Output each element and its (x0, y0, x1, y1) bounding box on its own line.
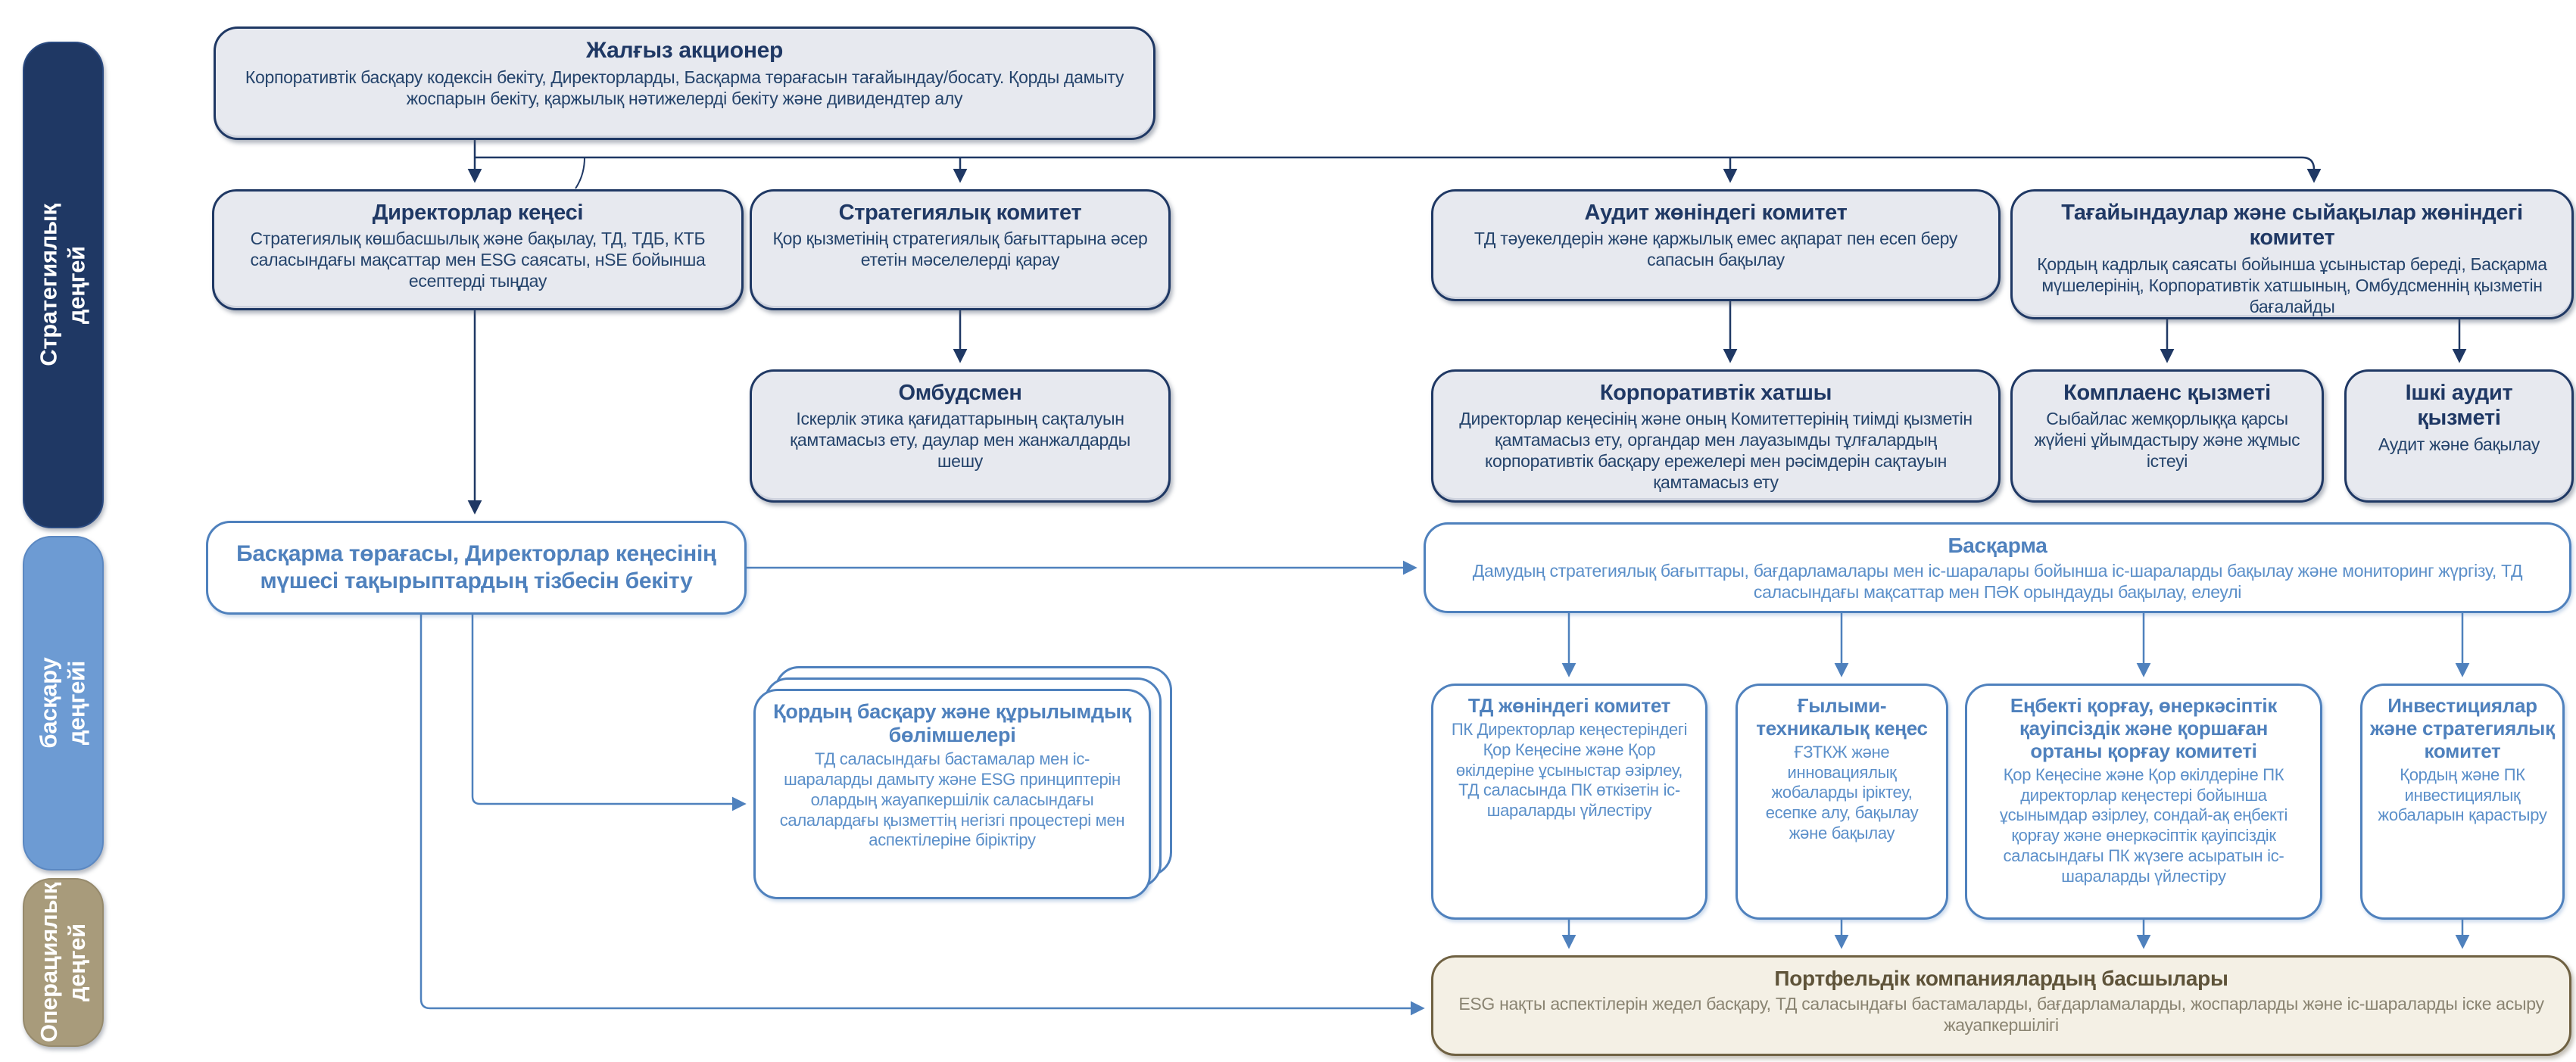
level-tab-label: Операциялық деңгей (35, 883, 90, 1042)
node-hse-committee: Еңбекті қорғау, өнеркәсіптік қауіпсіздік… (1965, 684, 2322, 920)
node-title: Стратегиялық комитет (838, 201, 1082, 225)
node-body: Сыбайлас жемқорлыққа қарсы жүйені ұйымда… (2034, 409, 2300, 472)
node-title: Тағайындаулар және сыйақылар жөніндегі к… (2061, 201, 2523, 251)
node-title: Еңбекті қорғау, өнеркәсіптік қауіпсіздік… (2010, 694, 2278, 762)
node-title: Басқарма төрағасы, Директорлар кеңесінің… (236, 541, 716, 593)
node-title: Корпоративтік хатшы (1599, 381, 1832, 405)
node-title: Ғылыми-техникалық кеңес (1756, 694, 1928, 740)
node-body: Іскерлік этика қағидаттарының сақталуын … (790, 409, 1131, 472)
level-tab-management: басқару деңгейі (23, 536, 104, 870)
node-title: Қордың басқару және құрылымдық бөлімшеле… (773, 700, 1131, 747)
node-ceo: Басқарма төрағасы, Директорлар кеңесінің… (206, 521, 747, 615)
node-title: Инвестициялар және стратегиялық комитет (2370, 694, 2555, 762)
node-management-board: Басқарма Дамудың стратегиялық бағыттары,… (1424, 522, 2571, 613)
node-fund-divisions: Қордың басқару және құрылымдық бөлімшеле… (753, 689, 1151, 899)
level-tab-label: басқару деңгейі (35, 657, 90, 749)
node-body: ТД тәуекелдерін және қаржылық емес ақпар… (1474, 229, 1958, 270)
node-title: Омбудсмен (898, 381, 1022, 405)
node-audit-committee: Аудит жөніндегі комитет ТД тәуекелдерін … (1431, 189, 2001, 301)
node-body: ТД саласындағы бастамалар мен іс-шаралар… (779, 749, 1125, 850)
node-title: ТД жөніндегі комитет (1467, 694, 1671, 717)
node-body: Директорлар кеңесінің және оның Комитетт… (1459, 409, 1973, 493)
node-compliance-service: Комплаенс қызметі Сыбайлас жемқорлыққа қ… (2010, 369, 2324, 503)
node-body: Қордың және ПК инвестициялық жобаларын қ… (2378, 765, 2547, 825)
node-body: Аудит және бақылау (2378, 434, 2540, 454)
node-body: ПК Директорлар кеңестеріндегі Қор Кеңесі… (1451, 719, 1688, 821)
node-title: Жалғыз акционер (585, 38, 784, 63)
node-title: Аудит жөніндегі комитет (1584, 201, 1848, 225)
node-sci-tech-council: Ғылыми-техникалық кеңес ҒЗТКЖ және иннов… (1736, 684, 1948, 920)
node-body: Дамудың стратегиялық бағыттары, бағдарла… (1472, 561, 2523, 603)
level-tab-strategic: Стратегиялық деңгей (23, 42, 104, 528)
node-body: ESG нақты аспектілерін жедел басқару, ТД… (1458, 994, 2544, 1036)
node-body: Қор қызметінің стратегиялық бағыттарына … (772, 229, 1148, 270)
level-tab-label: Стратегиялық деңгей (35, 204, 90, 366)
node-board-of-directors: Директорлар кеңесі Стратегиялық көшбасшы… (212, 189, 744, 310)
node-strategy-committee: Стратегиялық комитет Қор қызметінің стра… (750, 189, 1171, 310)
node-body: Қордың кадрлық саясаты бойынша ұсыныстар… (2037, 254, 2547, 316)
node-title: Комплаенс қызметі (2063, 381, 2271, 405)
node-investment-committee: Инвестициялар және стратегиялық комитет … (2360, 684, 2565, 920)
node-title: Ішкі аудит қызметі (2405, 381, 2513, 431)
node-corporate-secretary: Корпоративтік хатшы Директорлар кеңесіні… (1431, 369, 2001, 503)
node-internal-audit-service: Ішкі аудит қызметі Аудит және бақылау (2344, 369, 2574, 503)
node-portfolio-company-heads: Портфельдік компаниялардың басшылары ESG… (1431, 955, 2571, 1056)
node-body: Қор Кеңесіне және Қор өкілдеріне ПК дире… (1999, 765, 2288, 886)
node-nominations-committee: Тағайындаулар және сыйақылар жөніндегі к… (2010, 189, 2574, 319)
node-title: Директорлар кеңесі (372, 201, 584, 225)
node-body: Корпоративтік басқару кодексін бекіту, Д… (245, 67, 1124, 108)
node-ombudsman: Омбудсмен Іскерлік этика қағидаттарының … (750, 369, 1171, 503)
level-tab-operational: Операциялық деңгей (23, 878, 104, 1047)
node-body: ҒЗТКЖ және инновациялық жобаларды ірікте… (1765, 742, 1919, 843)
node-body: Стратегиялық көшбасшылық және бақылау, Т… (250, 229, 706, 291)
node-title: Портфельдік компаниялардың басшылары (1774, 967, 2228, 990)
node-td-committee: ТД жөніндегі комитет ПК Директорлар кеңе… (1431, 684, 1707, 920)
node-title: Басқарма (1948, 534, 2047, 557)
node-sole-shareholder: Жалғыз акционер Корпоративтік басқару ко… (214, 26, 1155, 140)
